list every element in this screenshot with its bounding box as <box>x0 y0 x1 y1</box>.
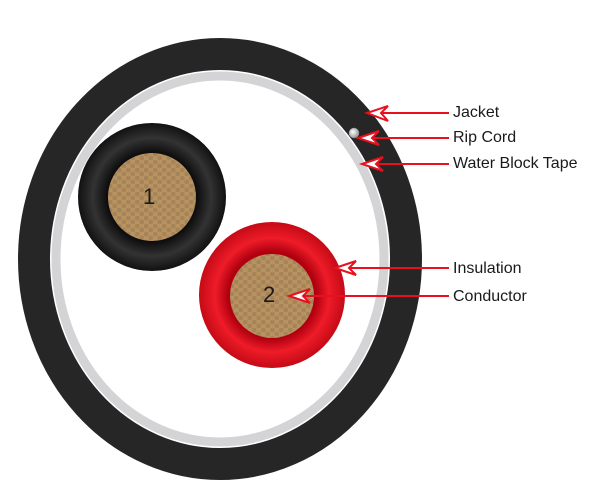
label-insulation: Insulation <box>453 260 522 277</box>
label-water-block-tape: Water Block Tape <box>453 155 578 172</box>
rip-cord <box>348 127 360 139</box>
water-block-tape-arrow <box>358 156 449 172</box>
conductor-arrow <box>285 288 449 304</box>
jacket-arrow <box>364 105 449 122</box>
jacket <box>18 38 422 480</box>
label-conductor: Conductor <box>453 288 527 305</box>
conductor-number-1: 1 <box>143 184 156 209</box>
rip-cord-arrow <box>354 130 449 146</box>
label-jacket: Jacket <box>453 104 500 121</box>
label-rip-cord: Rip Cord <box>453 129 517 146</box>
water-block-tape <box>51 71 389 447</box>
insulation-arrow <box>331 260 449 276</box>
conductor-2 <box>230 254 314 338</box>
conductor-number-2: 2 <box>263 282 276 307</box>
conductor-1 <box>108 153 196 241</box>
